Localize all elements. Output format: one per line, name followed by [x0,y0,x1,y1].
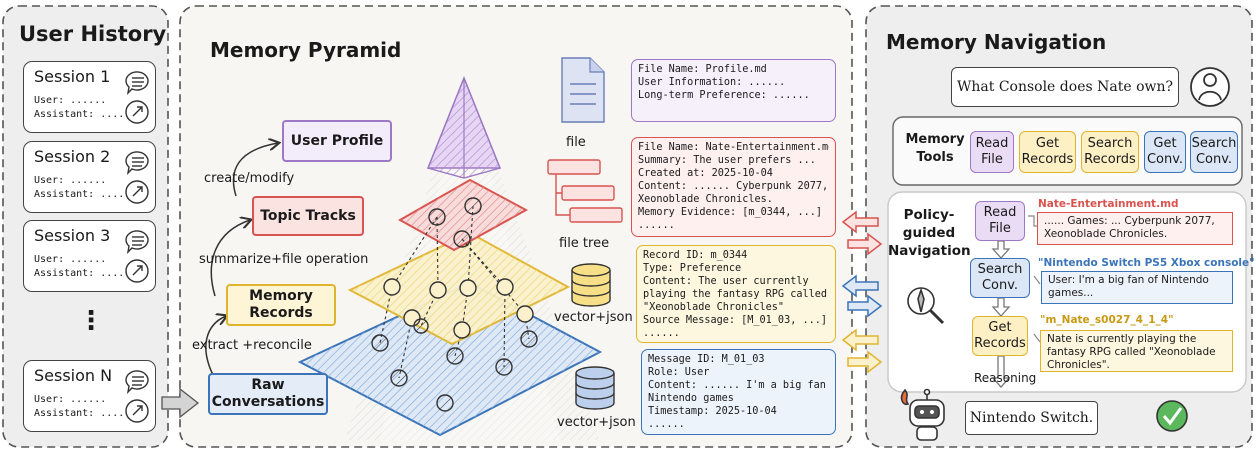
compass-search-icon [906,287,946,327]
card-line: "Xeonoblade Chronicles" [643,302,785,313]
card-line: Summary: The user prefers ... [638,155,816,166]
user-avatar-icon [1193,68,1231,106]
tool-get-conv[interactable]: Get Conv. [1144,131,1186,173]
nav-step-result: User: I'm a big fan of Nintendo games... [1041,271,1233,304]
session-name: Session 3 [34,226,111,245]
nav-step-result: Nate is currently playing the fantasy RP… [1040,330,1233,372]
answer-box: Nintendo Switch. [965,401,1098,435]
chat-compass-icon [125,71,149,124]
entertainment-file-card[interactable]: File Name: Nate-Entertainment.md Summary… [631,137,836,237]
card-line: playing the fantasy RPG called [643,289,828,300]
memory-tools-label: Memory Tools [905,132,965,165]
card-line: ...... [638,220,675,231]
chat-compass-icon [125,151,149,204]
card-line: Content: The user currently [643,276,809,287]
message-card[interactable]: Message ID: M_01_03 Role: User Content: … [641,349,836,435]
card-line: ...... [643,328,680,339]
raw-conversations-node[interactable]: Raw Conversations [208,373,328,415]
card-line: Long-term Preference: ...... [638,90,810,101]
user-profile-node[interactable]: User Profile [282,120,392,162]
user-history-title: User History [19,22,167,46]
create-modify-label: create/modify [204,171,295,186]
tool-search-records[interactable]: Search Records [1081,131,1139,173]
card-line: User Information: ...... [638,77,786,88]
card-line: Role: User [648,367,710,378]
nav-step-tag: "m_Nate_s0027_4_1_4" [1040,314,1174,326]
session-card[interactable]: Session N User: ...... Assistant: ...... [23,360,156,432]
card-line: Nintendo games [648,393,734,404]
policy-navigation-label: Policy-guided Navigation [888,207,971,259]
card-line: File Name: Nate-Entertainment.md [638,142,829,153]
profile-file-card[interactable]: File Name: Profile.md User Information: … [631,59,836,122]
session-user-line: User: ...... [34,95,107,106]
card-line: Record ID: m_0344 [643,250,748,261]
summarize-label: summarize+file operation [199,252,369,267]
session-name: Session N [34,366,113,385]
card-line: Content: ...... I'm a big fan of [648,380,829,391]
card-line: Xeonoblade Chronicles. [638,194,773,205]
tool-read-file[interactable]: Read File [970,131,1014,173]
nav-step-get-records[interactable]: Get Records [972,316,1028,356]
card-line: Timestamp: 2025-10-04 [648,406,777,417]
nav-step-tag: "Nintendo Switch PS5 Xbox console" [1038,257,1255,269]
tool-search-conv[interactable]: Search Conv. [1190,131,1238,173]
card-line: Memory Evidence: [m_0344, ...] [638,207,823,218]
card-line: Message ID: M_01_03 [648,354,765,365]
vector-json-label: vector+json [554,310,633,325]
nav-step-read-file[interactable]: Read File [975,201,1025,241]
extract-label: extract +reconcile [192,338,312,353]
card-line: Content: ...... Cyberpunk 2077, [638,181,829,192]
memory-navigation-title: Memory Navigation [886,30,1107,54]
session-name: Session 2 [34,147,111,166]
file-label: file [566,135,586,150]
session-card[interactable]: Session 2 User: ...... Assistant: ...... [23,141,156,213]
nav-step-tag: Nate-Entertainment.md [1038,198,1179,210]
card-line: Type: Preference [643,263,742,274]
chat-compass-icon [125,230,149,283]
memory-records-node[interactable]: Memory Records [226,284,336,326]
card-line: File Name: Profile.md [638,64,767,75]
file-tree-label: file tree [559,236,610,251]
record-card[interactable]: Record ID: m_0344 Type: Preference Conte… [636,245,836,343]
robot-icon [898,388,948,442]
question-box[interactable]: What Console does Nate own? [951,67,1179,107]
session-ellipsis: ⋮ [78,306,104,336]
reasoning-label: Reasoning [974,371,1037,385]
card-line: ...... [648,419,685,430]
session-card[interactable]: Session 3 User: ...... Assistant: ...... [23,220,156,292]
session-user-line: User: ...... [34,254,107,265]
session-user-line: User: ...... [34,175,107,186]
topic-tracks-node[interactable]: Topic Tracks [252,196,364,236]
session-card[interactable]: Session 1 User: ...... Assistant: ...... [23,61,156,133]
session-assistant-line: Assistant: ...... [34,109,137,120]
session-user-line: User: ...... [34,394,107,405]
card-line: Created at: 2025-10-04 [638,168,773,179]
nav-step-search-conv[interactable]: Search Conv. [970,258,1030,298]
session-assistant-line: Assistant: ...... [34,189,137,200]
session-assistant-line: Assistant: ...... [34,408,137,419]
vector-json-label: vector+json [557,415,636,430]
session-assistant-line: Assistant: ...... [34,268,137,279]
nav-step-result: ...... Games: ... Cyberpunk 2077, Xeonob… [1037,212,1233,245]
check-icon [1156,400,1188,432]
chat-compass-icon [125,370,149,423]
card-line: Source Message: [M_01_03, ...] [643,315,828,326]
memory-pyramid-title: Memory Pyramid [210,38,402,62]
tool-get-records[interactable]: Get Records [1019,131,1076,173]
session-name: Session 1 [34,67,111,86]
memory-pyramid-graphic [300,78,600,438]
